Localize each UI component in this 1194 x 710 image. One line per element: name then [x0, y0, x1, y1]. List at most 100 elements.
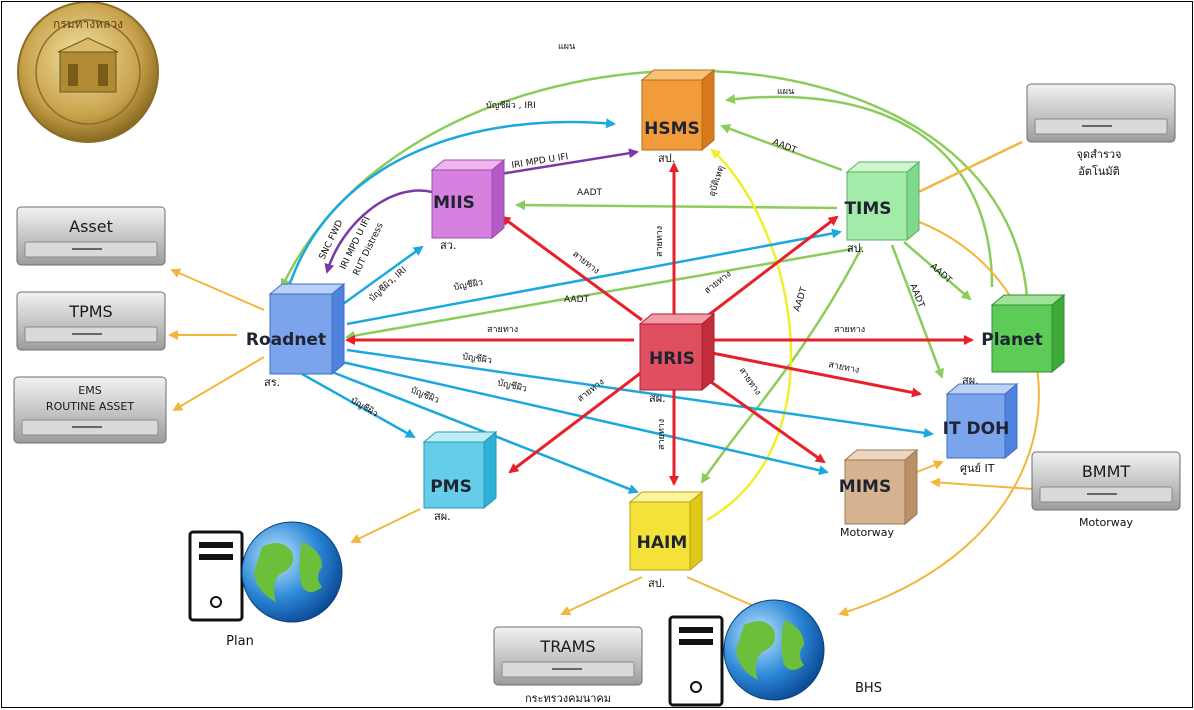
- label-route-hris-road: สายทาง: [487, 325, 518, 335]
- edge-tims-itdoh-aadt: [890, 244, 944, 379]
- department-logo: กรมทางหลวง: [17, 2, 159, 143]
- edge-bmmt-mims: [930, 477, 1033, 490]
- label-account-road-haim: บัญชีผิว: [409, 385, 441, 406]
- edge-roadnet-ems: [172, 356, 265, 412]
- edge-pms-plan: [350, 508, 421, 544]
- server-survey-line2: อัตโนมัติ: [1078, 164, 1120, 178]
- edge-tims-miis-aadt: [515, 200, 838, 211]
- system-hsms: HSMS สป.: [640, 68, 716, 165]
- label-route-hris-miis: สายทาง: [570, 249, 601, 276]
- server-asset-name: Asset: [69, 217, 113, 236]
- edge-haim-hsms-accident: [706, 148, 793, 522]
- system-hris: HRIS สผ.: [638, 312, 716, 405]
- external-plan-label: Plan: [226, 634, 254, 649]
- server-bmmt-caption: Motorway: [1079, 516, 1134, 529]
- edge-miis-hsms: [499, 148, 639, 176]
- external-bhs-label: BHS: [855, 681, 882, 696]
- edge-planet-hsms-plan: [725, 94, 994, 288]
- label-account-road-tims: บัญชีผิว: [453, 277, 484, 293]
- edge-tims-planet-aadt: [903, 241, 972, 301]
- system-hris-sub: สผ.: [649, 392, 666, 405]
- system-roadnet: Roadnet สร.: [246, 282, 346, 389]
- edge-survey-tims: [900, 140, 1023, 202]
- label-aadt-tims-hsms: AADT: [771, 138, 798, 157]
- label-aadt-tims-miis: AADT: [577, 188, 602, 198]
- system-planet: Planet สผ.: [962, 293, 1066, 387]
- label-route-hris-itdoh: สายทาง: [827, 360, 860, 376]
- edge-hris-tims: [701, 215, 839, 322]
- edge-hris-pms: [508, 370, 643, 474]
- edge-mims-itdoh: [916, 460, 944, 473]
- server-asset: Asset: [16, 206, 166, 266]
- server-tpms-name: TPMS: [68, 302, 112, 321]
- edge-miis-roadnet: [324, 189, 433, 274]
- logo-text: กรมทางหลวง: [53, 17, 123, 31]
- server-ems-line2: ROUTINE ASSET: [46, 400, 134, 413]
- system-miis-sub: สว.: [440, 239, 456, 252]
- server-trams: TRAMS กระทรวงคมนาคม: [493, 626, 643, 705]
- edge-tims-hsms-aadt: [720, 124, 843, 172]
- system-tims-name: TIMS: [844, 199, 891, 219]
- label-aadt-tims-road: AADT: [564, 295, 589, 305]
- server-survey: จุดสำรวจ อัตโนมัติ: [1026, 83, 1176, 178]
- label-account-iri: บัญชีผิว , IRI: [486, 100, 536, 111]
- server-bmmt: BMMT Motorway: [1031, 451, 1181, 529]
- server-ems: EMS ROUTINE ASSET: [13, 376, 167, 444]
- server-trams-name: TRAMS: [539, 637, 595, 656]
- system-haim-name: HAIM: [637, 533, 688, 553]
- label-plan-top: แผน: [558, 42, 575, 52]
- label-route-hris-planet: สายทาง: [834, 325, 865, 335]
- system-mims-sub: Motorway: [840, 526, 895, 539]
- label-plan-right: แผน: [777, 87, 794, 97]
- edge-roadnet-tims: [346, 228, 842, 326]
- label-route-hris-haim: สายทาง: [657, 419, 667, 450]
- edge-haim-trams: [560, 576, 643, 616]
- system-miis: MIIS สว.: [430, 158, 506, 252]
- external-bhs: BHS: [668, 599, 882, 707]
- edge-roadnet-pms: [301, 372, 416, 439]
- system-pms-name: PMS: [430, 477, 472, 497]
- system-miis-name: MIIS: [433, 193, 475, 213]
- system-haim: HAIM สป.: [628, 490, 704, 590]
- system-mims-name: MIMS: [839, 477, 891, 497]
- edge-hris-itdoh: [706, 350, 922, 398]
- server-ems-line1: EMS: [78, 384, 101, 397]
- label-route-hris-pms: สายทาง: [576, 377, 607, 404]
- server-trams-caption: กระทรวงคมนาคม: [525, 692, 611, 705]
- system-itdoh: IT DOH ศูนย์ IT: [943, 382, 1019, 475]
- system-pms-sub: สผ.: [434, 510, 451, 523]
- system-hsms-sub: สป.: [658, 152, 675, 165]
- external-plan: Plan: [188, 521, 343, 649]
- system-mims: MIMS Motorway: [839, 448, 919, 539]
- edge-roadnet-asset: [170, 268, 265, 311]
- label-account-road-pms: บัญชีผิว: [349, 395, 380, 419]
- system-tims: TIMS สป.: [844, 160, 921, 255]
- system-itdoh-name: IT DOH: [943, 419, 1010, 439]
- label-aadt-tims-haim: AADT: [792, 286, 809, 313]
- edge-tims-bhs: [838, 219, 1040, 617]
- server-survey-line1: จุดสำรวจ: [1076, 148, 1121, 161]
- edge-roadnet-itdoh: [346, 348, 934, 438]
- edge-hris-mims: [696, 370, 826, 464]
- edge-roadnet-haim: [326, 368, 639, 494]
- connections: [168, 69, 1040, 617]
- system-roadnet-sub: สร.: [264, 376, 280, 389]
- label-route-hris-mims: สายทาง: [737, 366, 763, 397]
- system-roadnet-name: Roadnet: [246, 330, 326, 350]
- system-planet-name: Planet: [981, 330, 1043, 350]
- label-accident: อุบัติเหตุ: [706, 164, 726, 198]
- edge-roadnet-miis: [331, 245, 424, 314]
- system-haim-sub: สป.: [648, 577, 665, 590]
- label-account-road-itdoh: บัญชีผิว: [462, 351, 493, 366]
- edge-hris-miis: [500, 215, 643, 322]
- edge-tims-haim-aadt: [700, 246, 864, 484]
- server-tpms: TPMS: [16, 291, 166, 351]
- edge-tims-roadnet-aadt: [345, 247, 853, 341]
- system-pms: PMS สผ.: [422, 430, 498, 523]
- label-account-road-mims: บัญชีผิว: [496, 377, 528, 394]
- system-itdoh-sub: ศูนย์ IT: [960, 462, 995, 475]
- system-tims-sub: สป.: [847, 242, 864, 255]
- server-bmmt-name: BMMT: [1082, 462, 1131, 481]
